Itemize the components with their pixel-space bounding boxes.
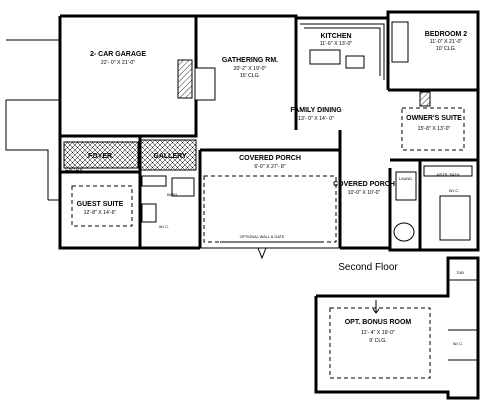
guest-dims: 12'-8" X 14'-6" [84,210,117,216]
owner-bath-fixtures [393,165,473,242]
dining-dims: 13'- 0" X 14'- 0" [298,116,334,122]
down-arrow-icon [372,300,380,314]
owners-name: OWNER'S SUITE [406,115,462,122]
gate-label: OPTIONAL WALL & GATE [240,235,285,239]
floor-title: Second Floor [338,262,398,273]
bedroom2-name: BEDROOM 2 [425,31,468,38]
foyer-name: FOYER [88,153,112,160]
owners-ceiling [401,107,465,151]
bonus-dims: 11'- 4" X 19'-0" [361,330,395,336]
gathering-note: 15' CLG. [240,73,260,79]
bonus-note: 9' CLG. [369,338,386,344]
bath-label: BATH [167,193,177,197]
bed2-tub [391,21,409,63]
garage-dims: 22'- 0" X 21'-0" [101,60,135,66]
foyer-tile [63,141,139,169]
bedroom2-note: 10' CLG. [436,46,456,52]
guest-bath-fixtures [141,175,195,223]
guest-wic-label: W.I.C. [159,225,169,229]
gathering-name: GATHERING RM. [222,57,278,64]
gallery-name: GALLERY [153,153,187,160]
bonus-wic-label: W.I.C. [453,342,463,346]
second-floor-walls [314,256,480,400]
dining-name: FAMILY DINING [290,107,342,114]
gallery-tile [139,139,197,171]
main-floor-walls [5,10,480,252]
porch2-dims: 10'-0" X 10'-0" [348,190,381,196]
bedroom2-dims: 11'-0" X 21'-0" [430,39,463,45]
bonus-name: OPT. BONUS ROOM [345,319,412,326]
optional-gate [220,241,320,260]
fireplace [194,67,216,101]
porch2-name: COVERED PORCH [333,181,395,188]
owners-dims: 15'-8" X 13'-0" [418,126,451,132]
porch-name: COVERED PORCH [239,155,301,162]
garage-name: 2- CAR GARAGE [90,51,146,58]
room-labels: 2- CAR GARAGE 22'- 0" X 21'-0" GATHERING… [65,31,467,346]
wic-label: W.I.C. [449,189,459,193]
laund-label: LAUND. [399,177,413,181]
owner-closet-hatch [419,91,431,107]
stair-hatch [177,59,193,99]
gathering-dims: 20'-2" X 19'-0" [234,66,267,72]
entry-name: ENTRY [65,168,83,174]
mstr-bath-label: MSTR. BATH [437,173,460,177]
kitchen-dims: 11'-6" X 13'-0" [320,41,353,47]
porch-beam [203,175,337,243]
kitchen-name: KITCHEN [320,33,351,40]
guest-ceiling [71,185,133,227]
tub-label: TUB [456,271,464,275]
kitchen-counters [300,23,385,80]
porch-dims: 6'-0" X 27'- 8" [254,164,285,170]
guest-name: GUEST SUITE [77,201,124,208]
